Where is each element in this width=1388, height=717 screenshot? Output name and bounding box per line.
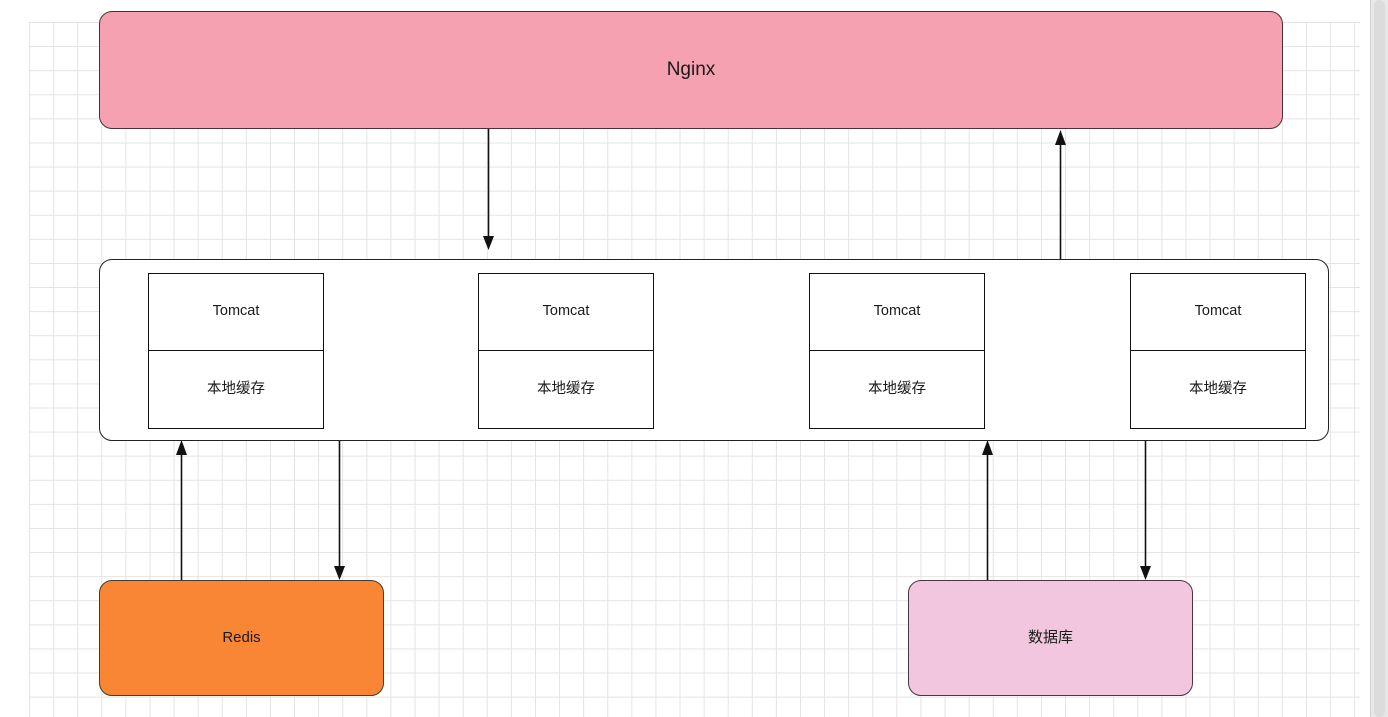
node-tomcat-1[interactable]: Tomcat 本地缓存: [148, 273, 324, 429]
node-redis-label: Redis: [222, 629, 261, 646]
node-tomcat-2-cache-label: 本地缓存: [537, 380, 595, 397]
node-tomcat-1-cache-label: 本地缓存: [207, 380, 265, 397]
node-nginx-label: Nginx: [666, 58, 716, 80]
node-tomcat-3[interactable]: Tomcat 本地缓存: [809, 273, 985, 429]
node-tomcat-3-cache-label: 本地缓存: [868, 380, 926, 397]
node-tomcat-1-app-label: Tomcat: [149, 274, 323, 351]
node-database[interactable]: 数据库: [908, 580, 1193, 696]
node-database-label: 数据库: [1027, 629, 1073, 646]
vertical-scrollbar-track[interactable]: [1370, 0, 1388, 717]
node-tomcat-3-app-label: Tomcat: [810, 274, 984, 351]
node-tomcat-2[interactable]: Tomcat 本地缓存: [478, 273, 654, 429]
node-tomcat-4[interactable]: Tomcat 本地缓存: [1130, 273, 1306, 429]
node-redis[interactable]: Redis: [99, 580, 384, 696]
vertical-scrollbar-thumb[interactable]: [1374, 0, 1385, 717]
node-tomcat-4-app-label: Tomcat: [1131, 274, 1305, 351]
node-tomcat-2-app-label: Tomcat: [479, 274, 653, 351]
node-tomcat-4-cache-label: 本地缓存: [1189, 380, 1247, 397]
node-nginx[interactable]: Nginx: [99, 11, 1283, 129]
node-tomcat-cluster[interactable]: Tomcat 本地缓存 Tomcat 本地缓存 Tomcat 本地缓存 Tomc…: [99, 259, 1329, 441]
